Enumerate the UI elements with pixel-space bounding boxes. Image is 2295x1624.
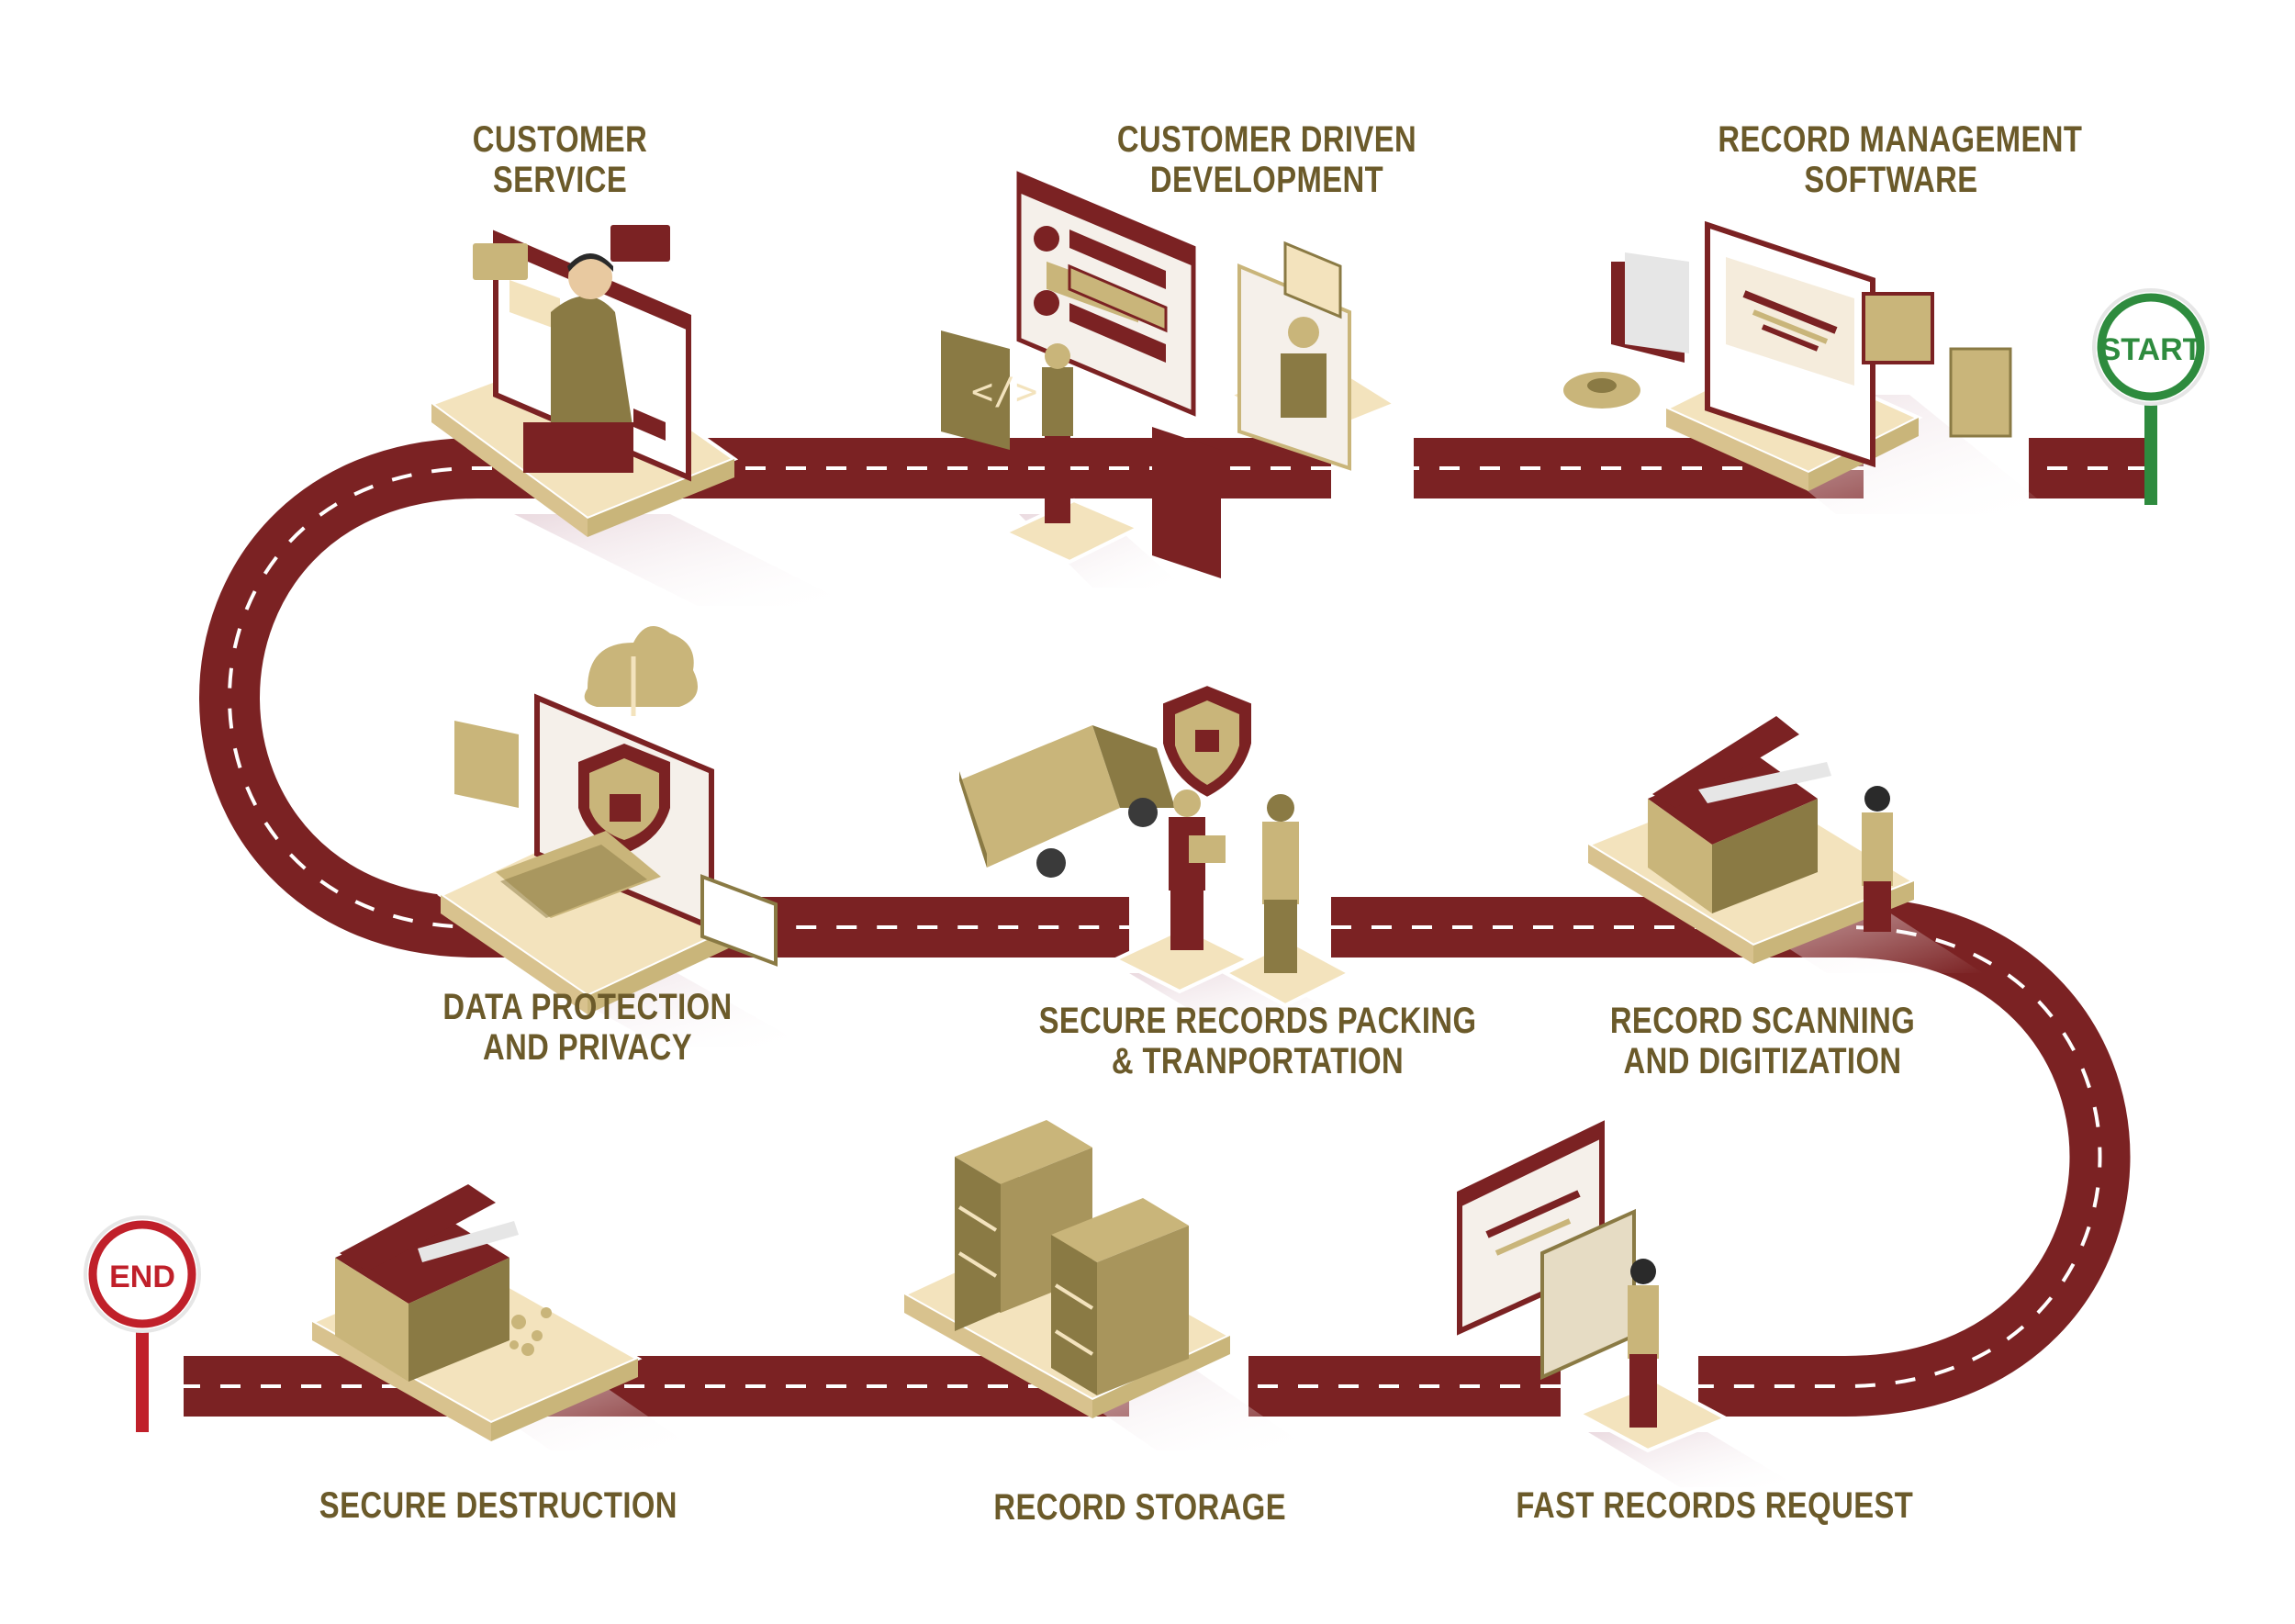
label-record-scanning: RECORD SCANNING AND DIGITIZATION (1609, 1001, 1916, 1081)
label-record-storage: RECORD STORAGE (993, 1487, 1286, 1528)
truck-icon (959, 681, 1359, 1028)
end-sign: END (84, 1215, 201, 1432)
label-customer-service: CUSTOMER SERVICE (472, 119, 648, 200)
end-sign-label: END (109, 1260, 175, 1294)
document-request-icon (1457, 1120, 1799, 1487)
code-window-icon: </> (941, 171, 1400, 588)
svg-text:</>: </> (971, 371, 1037, 413)
storage-boxes-icon (900, 1120, 1313, 1450)
label-secure-packing: SECURE RECORDS PACKING & TRANPORTATION (1038, 1001, 1477, 1081)
label-secure-destruction: SECURE DESTRUCTION (319, 1485, 677, 1526)
shredder-icon (308, 1184, 698, 1450)
monitor-icon (1563, 220, 2056, 514)
road (184, 438, 2148, 1417)
shield-lock-icon (436, 626, 808, 1047)
road-center-dashes (184, 466, 2148, 1388)
start-sign: START (2092, 288, 2210, 505)
label-customer-driven-development: CUSTOMER DRIVEN DEVELOPMENT (1116, 119, 1417, 200)
start-sign-label: START (2100, 332, 2202, 367)
scanner-icon (1584, 716, 1983, 973)
start-sign-pole (2144, 386, 2157, 505)
label-data-protection: DATA PROTECTION AND PRIVACY (442, 987, 733, 1068)
headset-agent-icon (427, 225, 854, 606)
end-sign-pole (136, 1313, 149, 1432)
label-record-management-software: RECORD MANAGEMENT SOFTWARE (1718, 119, 2083, 200)
label-fast-request: FAST RECORDS REQUEST (1516, 1485, 1914, 1526)
